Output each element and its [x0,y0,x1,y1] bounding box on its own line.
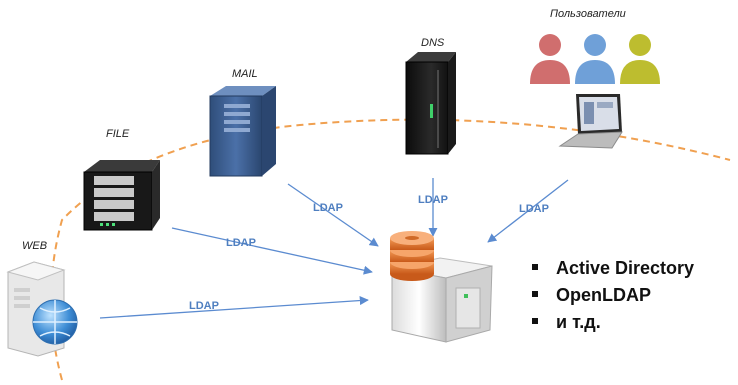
node-label-file: FILE [106,128,130,140]
laptop-icon [558,94,623,149]
bullet-square-icon [532,291,538,298]
ldap-label-dns: LDAP [418,194,448,206]
ldap-label-file: LDAP [226,237,256,249]
list-item-label: Active Directory [556,258,695,278]
ldap-arrow-web [99,296,369,319]
node-label-dns: DNS [421,37,445,49]
directory-services-list: Active Directory OpenLDAP и т.д. [532,255,694,336]
dns-server-icon [405,52,456,155]
list-item: OpenLDAP [532,282,694,309]
bullet-square-icon [532,318,538,325]
mail-server-icon [209,86,276,177]
users-group-icon [530,34,660,84]
ldap-arrow-users [487,179,569,243]
node-label-web: WEB [22,240,48,252]
list-item-label: OpenLDAP [556,285,652,305]
node-label-users: Пользователи [550,8,626,20]
ldap-label-users: LDAP [519,203,549,215]
ldap-arrow-file [171,227,373,275]
ldap-label-web: LDAP [189,300,219,312]
bullet-square-icon [532,264,538,271]
web-server-icon [6,261,78,357]
ldap-label-mail: LDAP [313,202,343,214]
list-item-label: и т.д. [556,312,601,332]
list-item: Active Directory [532,255,694,282]
list-item: и т.д. [532,309,694,336]
file-server-icon [83,160,160,231]
ldap-arrow-mail [287,183,379,247]
node-label-mail: MAIL [232,68,258,80]
database-icon [390,231,434,281]
